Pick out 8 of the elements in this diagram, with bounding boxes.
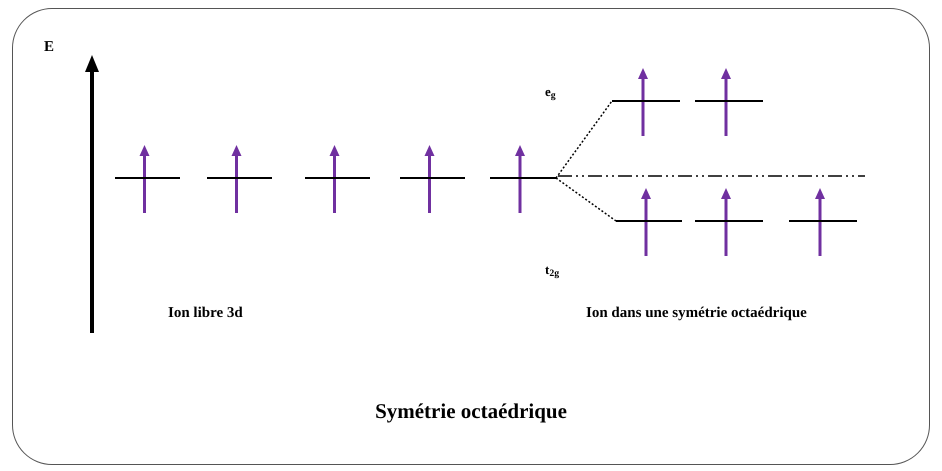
section-label: Ion dans une symétrie octaédrique [586, 304, 807, 323]
caption: Symétrie octaédrique [374, 398, 568, 425]
splitting-line [555, 100, 613, 178]
section-label: Ion libre 3d [168, 304, 243, 323]
axis-label: E [44, 38, 54, 57]
level-label: t$_{2g}$ [545, 261, 560, 280]
level-label: e$_{g}$ [545, 83, 556, 102]
splitting-line [556, 177, 616, 222]
